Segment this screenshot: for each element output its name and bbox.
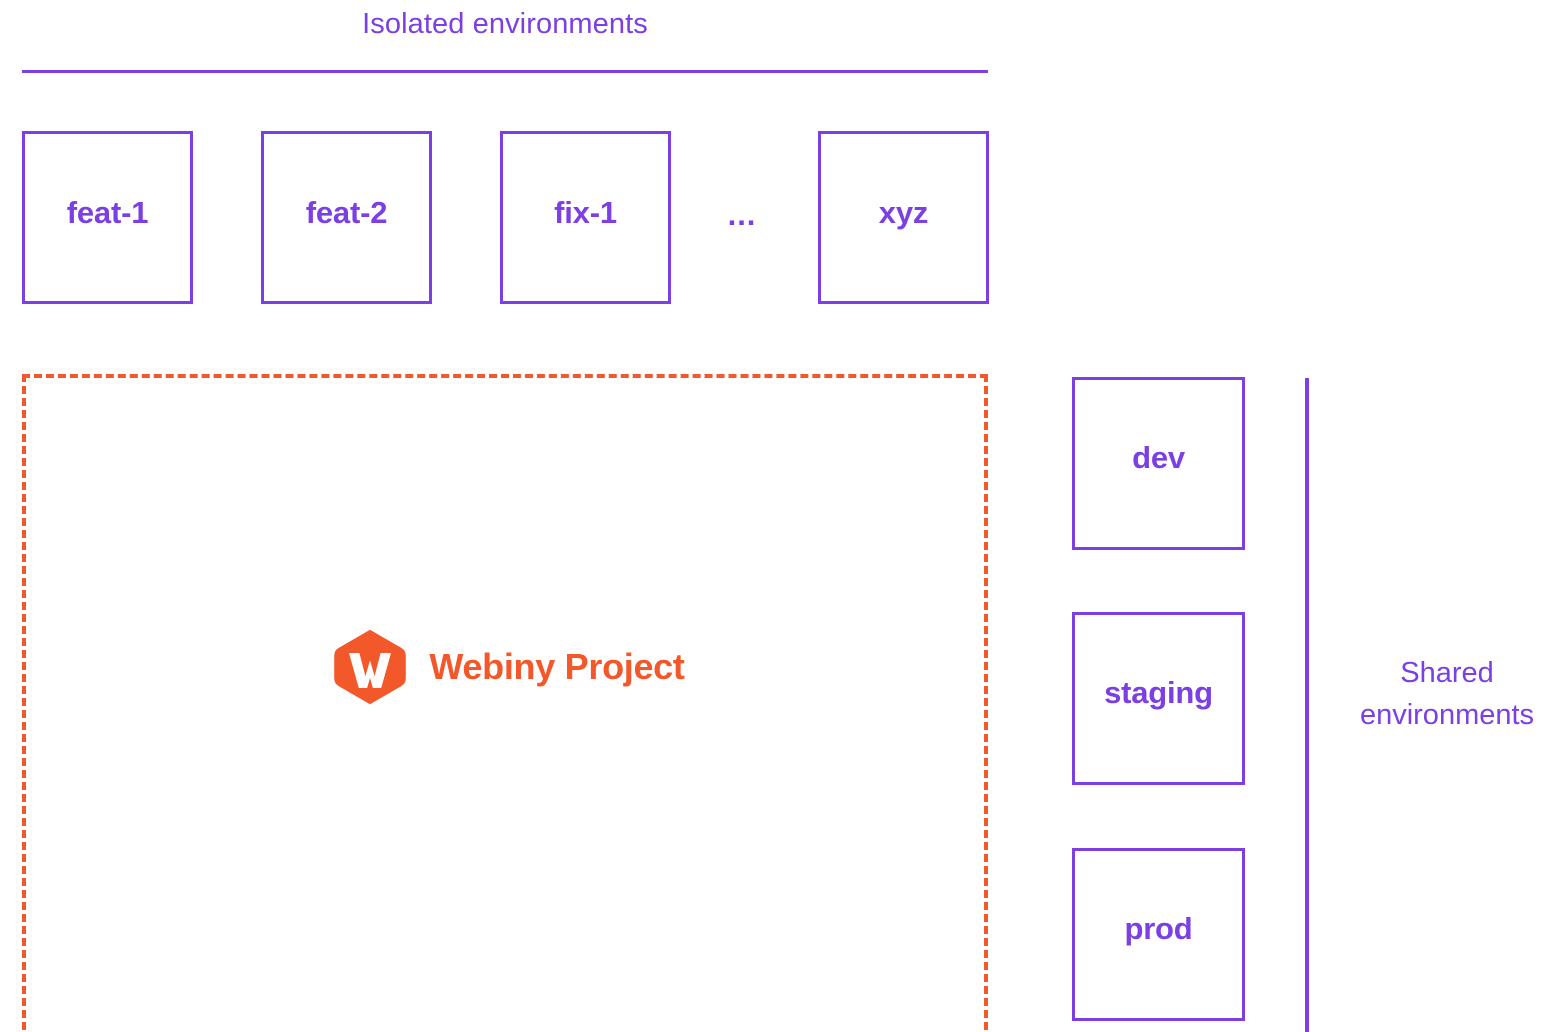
shared-environments-title-line2: environments <box>1359 699 1535 731</box>
shared-environments-divider <box>1305 378 1309 1032</box>
isolated-env-box-feat-1[interactable]: feat-1 <box>22 131 193 304</box>
isolated-env-label: feat-1 <box>66 194 149 230</box>
shared-environments-title: Shared environments <box>1330 652 1564 736</box>
shared-env-box-dev[interactable]: dev <box>1072 377 1245 550</box>
isolated-env-label: feat-2 <box>305 194 388 230</box>
shared-env-box-prod[interactable]: prod <box>1072 848 1245 1021</box>
webiny-logo-icon <box>334 629 407 705</box>
shared-env-box-staging[interactable]: staging <box>1072 612 1245 785</box>
isolated-env-box-feat-2[interactable]: feat-2 <box>261 131 432 304</box>
isolated-env-label: fix-1 <box>554 194 617 230</box>
webiny-project-container: Webiny Project <box>22 374 988 1032</box>
isolated-env-box-fix-1[interactable]: fix-1 <box>500 131 671 304</box>
isolated-environments-divider <box>22 70 988 73</box>
isolated-env-ellipsis: ... <box>727 197 757 232</box>
isolated-environments-title: Isolated environments <box>362 8 648 40</box>
shared-env-label: staging <box>1104 674 1213 710</box>
webiny-project-identity: Webiny Project <box>26 627 992 707</box>
shared-env-label: prod <box>1124 910 1193 946</box>
webiny-project-name: Webiny Project <box>429 646 685 687</box>
isolated-env-label: xyz <box>878 194 929 230</box>
shared-environments-title-line1: Shared <box>1400 657 1494 689</box>
isolated-env-box-xyz[interactable]: xyz <box>818 131 989 304</box>
shared-env-label: dev <box>1132 439 1185 475</box>
